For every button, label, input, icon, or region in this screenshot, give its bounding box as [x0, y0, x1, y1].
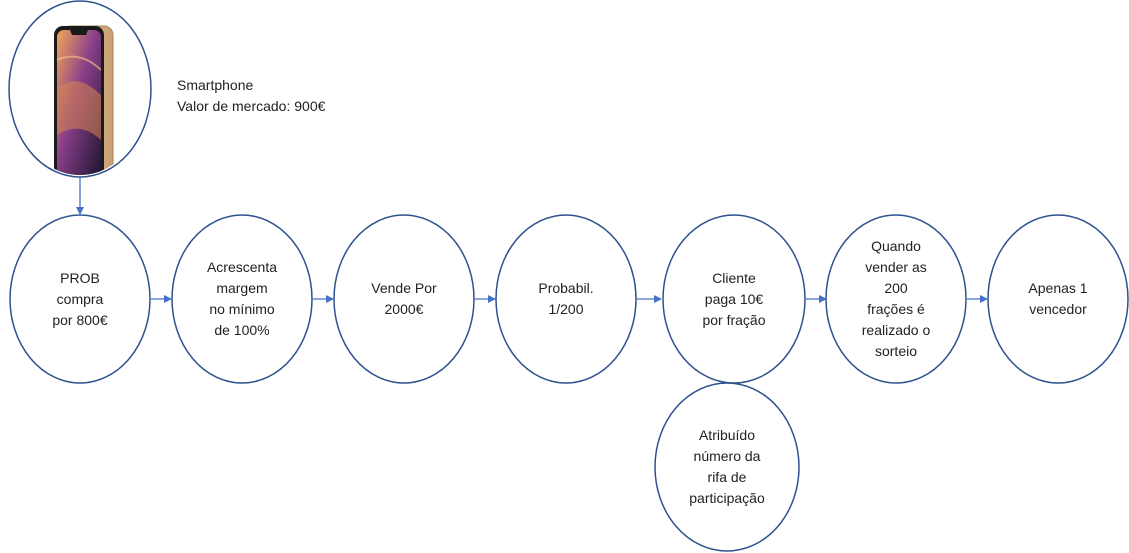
- step-label-probability: Probabil. 1/200: [538, 280, 594, 317]
- step-label-draw: Quando vender as 200 frações é realizado…: [861, 238, 931, 359]
- smartphone-icon: [54, 25, 114, 175]
- step-node-raffle-number: [654, 382, 800, 552]
- step-node-sell: [333, 214, 475, 384]
- step-label-raffle-number: Atribuído número da rifa de participação: [689, 427, 765, 506]
- product-market-value: Valor de mercado: 900€: [177, 98, 326, 114]
- step-node-probability: [495, 214, 637, 384]
- product-node: [8, 0, 152, 178]
- step-label-margin: Acrescenta margem no mínimo de 100%: [206, 259, 278, 338]
- product-name: Smartphone: [177, 77, 254, 93]
- step-label-buy: PROB compra por 800€: [52, 269, 108, 328]
- product-caption: Smartphone Valor de mercado: 900€: [177, 75, 325, 117]
- arrows: [76, 177, 988, 303]
- step-node-winner: [987, 214, 1129, 384]
- step-node-draw: [825, 214, 967, 384]
- step-node-buy: [9, 214, 151, 384]
- step-label-client: Cliente paga 10€ por fração: [702, 269, 766, 328]
- step-label-winner: Apenas 1 vencedor: [1028, 280, 1088, 317]
- step-nodes: [9, 214, 1129, 552]
- step-node-margin: [171, 214, 313, 384]
- step-label-sell: Vende Por 2000€: [371, 280, 437, 317]
